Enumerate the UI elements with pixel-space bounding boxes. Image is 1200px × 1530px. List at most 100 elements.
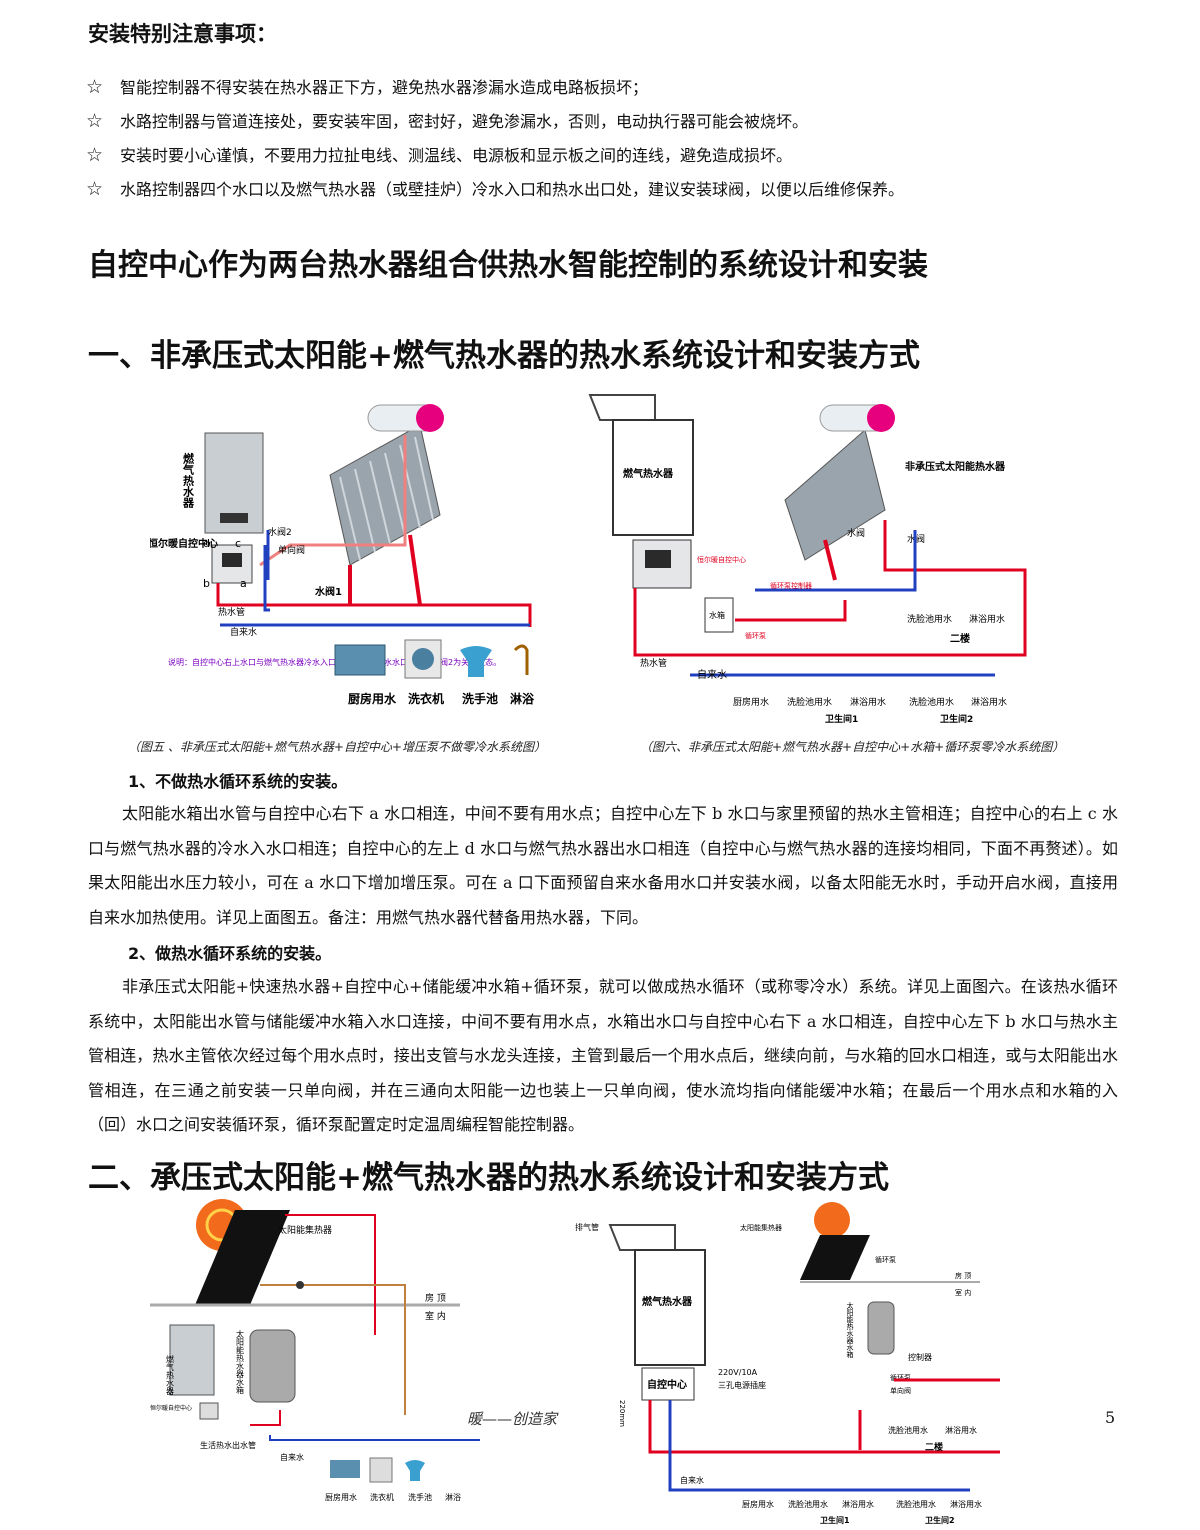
svg-text:淋浴用水: 淋浴用水 bbox=[969, 613, 1005, 625]
note-item: ☆水路控制器四个水口以及燃气热水器（或壁挂炉）冷水入口和热水出口处，建议安装球阀… bbox=[86, 172, 1148, 206]
svg-text:室 内: 室 内 bbox=[425, 1310, 446, 1322]
auto-control-box bbox=[641, 1367, 695, 1401]
svg-text:燃气热水器: 燃气热水器 bbox=[623, 467, 674, 480]
svg-text:自来水: 自来水 bbox=[280, 1452, 304, 1462]
svg-text:循环泵: 循环泵 bbox=[875, 1255, 896, 1264]
figure-8-diagram: 排气管 燃气热水器 自控中心 220mm 220V/10A 三孔电源插座 太阳能… bbox=[575, 1202, 1000, 1525]
svg-text:太阳能热水器水箱: 太阳能热水器水箱 bbox=[236, 1329, 245, 1395]
tank-icon bbox=[249, 1329, 296, 1403]
svg-text:房 顶: 房 顶 bbox=[425, 1292, 446, 1304]
gas-heater-icon bbox=[169, 1324, 215, 1396]
figure-5-diagram: 燃气热水器 恒尔暖自控中心 d c b a 水阀2 单向阀 水阀1 热水管 自来… bbox=[150, 404, 535, 706]
svg-text:洗衣机: 洗衣机 bbox=[370, 1492, 394, 1502]
gas-heater-icon bbox=[634, 1249, 706, 1366]
note-item: ☆水路控制器与管道连接处，要安装牢固，密封好，避免渗漏水，否则，电动执行器可能会… bbox=[86, 104, 1148, 138]
sun-icon bbox=[814, 1202, 850, 1238]
svg-text:淋浴用水: 淋浴用水 bbox=[950, 1499, 982, 1509]
svg-text:控制器: 控制器 bbox=[908, 1352, 932, 1362]
svg-text:b: b bbox=[203, 577, 210, 590]
svg-text:自来水: 自来水 bbox=[680, 1475, 704, 1485]
svg-text:循环泵: 循环泵 bbox=[890, 1373, 911, 1382]
svg-text:淋浴用水: 淋浴用水 bbox=[842, 1499, 874, 1509]
svg-text:恒尔暖自控中心: 恒尔暖自控中心 bbox=[150, 1404, 192, 1412]
svg-text:燃气热水器: 燃气热水器 bbox=[166, 1354, 175, 1396]
svg-text:恒尔暖自控中心: 恒尔暖自控中心 bbox=[697, 555, 746, 564]
svg-text:二楼: 二楼 bbox=[950, 632, 970, 645]
svg-text:室 内: 室 内 bbox=[955, 1288, 971, 1297]
svg-text:热水管: 热水管 bbox=[640, 657, 667, 669]
svg-text:c: c bbox=[235, 537, 241, 550]
svg-text:洗手池: 洗手池 bbox=[462, 691, 498, 706]
subheading-2: 2、做热水循环系统的安装。 bbox=[128, 944, 332, 963]
svg-text:淋浴: 淋浴 bbox=[510, 691, 535, 706]
svg-text:生活热水出水管: 生活热水出水管 bbox=[200, 1440, 256, 1450]
basin-icon bbox=[460, 646, 492, 677]
section2-title: 二、承压式太阳能+燃气热水器的热水系统设计和安装方式 bbox=[88, 1160, 889, 1196]
note-item: ☆智能控制器不得安装在热水器正下方，避免热水器渗漏水造成电路板损坏； bbox=[86, 70, 1148, 104]
svg-text:自来水: 自来水 bbox=[697, 668, 727, 681]
svg-text:非承压式太阳能热水器: 非承压式太阳能热水器 bbox=[905, 460, 1006, 473]
svg-text:a: a bbox=[240, 577, 247, 590]
svg-text:单向阀: 单向阀 bbox=[278, 544, 305, 556]
notes-heading: 安装特别注意事项： bbox=[88, 22, 277, 46]
paragraph-1: 太阳能水箱出水管与自控中心右下 a 水口相连，中间不要有用水点；自控中心左下 b… bbox=[88, 804, 1118, 927]
svg-text:燃气热水器: 燃气热水器 bbox=[182, 452, 196, 509]
paragraph-2: 非承压式太阳能+快速热水器+自控中心+储能缓冲水箱+循环泵，就可以做成热水循环（… bbox=[88, 977, 1118, 1134]
figure-6-diagram: 燃气热水器 恒尔暖自控中心 非承压式太阳能热水器 水阀 水阀 水箱 循环泵控制器… bbox=[588, 394, 1027, 730]
star-icon: ☆ bbox=[86, 110, 104, 132]
svg-text:房 顶: 房 顶 bbox=[955, 1271, 971, 1280]
svg-text:三孔电源插座: 三孔电源插座 bbox=[718, 1380, 766, 1390]
svg-text:洗衣机: 洗衣机 bbox=[408, 691, 444, 706]
tank-icon bbox=[867, 1301, 895, 1355]
shower-icon bbox=[513, 644, 529, 675]
page-number: 5 bbox=[1105, 1408, 1116, 1427]
section1-title: 一、非承压式太阳能+燃气热水器的热水系统设计和安装方式 bbox=[88, 338, 920, 374]
svg-text:循环泵: 循环泵 bbox=[745, 631, 766, 640]
svg-text:洗脸池用水: 洗脸池用水 bbox=[909, 696, 954, 708]
tank-icon bbox=[704, 597, 734, 633]
svg-text:洗脸池用水: 洗脸池用水 bbox=[787, 696, 832, 708]
svg-text:自控中心: 自控中心 bbox=[647, 1378, 687, 1391]
svg-text:淋浴用水: 淋浴用水 bbox=[971, 696, 1007, 708]
kitchen-sink-icon bbox=[334, 644, 386, 676]
svg-text:洗脸池用水: 洗脸池用水 bbox=[788, 1499, 828, 1509]
svg-text:淋浴用水: 淋浴用水 bbox=[850, 696, 886, 708]
svg-text:循环泵控制器: 循环泵控制器 bbox=[770, 581, 812, 590]
svg-text:厨房用水: 厨房用水 bbox=[742, 1499, 774, 1509]
svg-text:恒尔暖自控中心: 恒尔暖自控中心 bbox=[150, 537, 218, 550]
svg-text:单向阀: 单向阀 bbox=[890, 1386, 911, 1395]
svg-text:自来水: 自来水 bbox=[230, 626, 257, 638]
footer-slogan: 暖——创造家 bbox=[467, 1410, 558, 1428]
solar-collector-icon bbox=[800, 1235, 870, 1280]
solar-heater-icon bbox=[329, 404, 444, 606]
svg-text:洗脸池用水: 洗脸池用水 bbox=[888, 1425, 928, 1435]
svg-text:热水管: 热水管 bbox=[218, 606, 245, 618]
svg-text:水箱: 水箱 bbox=[709, 610, 725, 620]
main-title: 自控中心作为两台热水器组合供热水智能控制的系统设计和安装 bbox=[88, 248, 928, 283]
svg-text:220V/10A: 220V/10A bbox=[718, 1368, 758, 1377]
svg-text:二楼: 二楼 bbox=[925, 1441, 943, 1453]
figure-7-diagram: 太阳能集热器 房 顶 室 内 燃气热水器 太阳能热水器水箱 恒尔暖自控中心 生活… bbox=[150, 1199, 480, 1502]
note-item: ☆安装时要小心谨慎，不要用力拉扯电线、测温线、电源板和显示板之间的连线，避免造成… bbox=[86, 138, 1148, 172]
star-icon: ☆ bbox=[86, 76, 104, 98]
notes-list: ☆智能控制器不得安装在热水器正下方，避免热水器渗漏水造成电路板损坏； ☆水路控制… bbox=[86, 70, 1148, 206]
svg-text:洗手池: 洗手池 bbox=[408, 1492, 432, 1502]
star-icon: ☆ bbox=[86, 144, 104, 166]
svg-text:厨房用水: 厨房用水 bbox=[348, 691, 397, 706]
solar-heater-icon bbox=[784, 404, 895, 581]
svg-text:卫生间2: 卫生间2 bbox=[925, 1515, 955, 1525]
svg-text:220mm: 220mm bbox=[618, 1400, 626, 1427]
svg-text:水阀1: 水阀1 bbox=[314, 585, 342, 598]
svg-text:水阀: 水阀 bbox=[847, 527, 865, 539]
subheading-1: 1、不做热水循环系统的安装。 bbox=[128, 772, 348, 791]
solar-collector-icon bbox=[195, 1210, 290, 1305]
star-icon: ☆ bbox=[86, 178, 104, 200]
gas-heater-icon bbox=[612, 419, 694, 536]
svg-text:太阳能集热器: 太阳能集热器 bbox=[740, 1223, 782, 1232]
svg-text:卫生间1: 卫生间1 bbox=[825, 713, 858, 725]
svg-text:卫生间2: 卫生间2 bbox=[940, 713, 973, 725]
svg-text:洗脸池用水: 洗脸池用水 bbox=[907, 613, 952, 625]
svg-text:洗脸池用水: 洗脸池用水 bbox=[896, 1499, 936, 1509]
svg-text:太阳能热水器水箱: 太阳能热水器水箱 bbox=[846, 1301, 854, 1359]
svg-text:淋浴用水: 淋浴用水 bbox=[945, 1425, 977, 1435]
